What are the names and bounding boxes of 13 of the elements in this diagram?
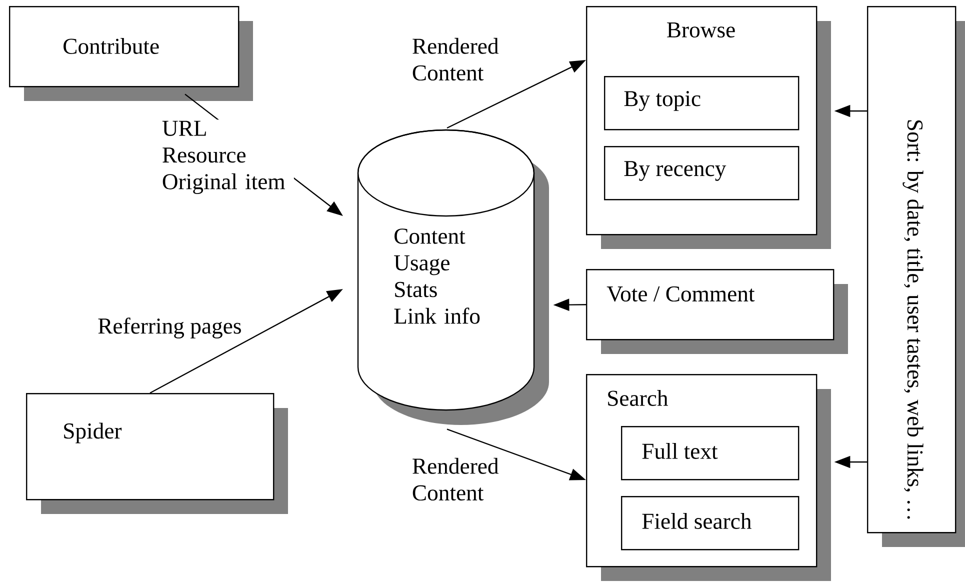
edge-label: URL Resource Original item bbox=[160, 120, 294, 196]
edge-label: Rendered Content bbox=[410, 456, 507, 502]
process-box: Vote / Comment bbox=[586, 269, 848, 354]
process-box: Contribute bbox=[9, 6, 253, 101]
process-box: Sort: by date, title, user tastes, web links, … bbox=[867, 6, 965, 547]
process-box: By topic bbox=[604, 76, 800, 130]
edge-label: Referring pages bbox=[98, 318, 241, 338]
edge-label: Rendered Content bbox=[410, 36, 507, 82]
process-box: By recency bbox=[604, 146, 800, 200]
process-box: Spider bbox=[26, 393, 288, 514]
process-box: Field search bbox=[621, 496, 800, 550]
process-box: Full text bbox=[621, 426, 800, 480]
database-cylinder: Content Usage Stats Link info bbox=[357, 129, 549, 425]
